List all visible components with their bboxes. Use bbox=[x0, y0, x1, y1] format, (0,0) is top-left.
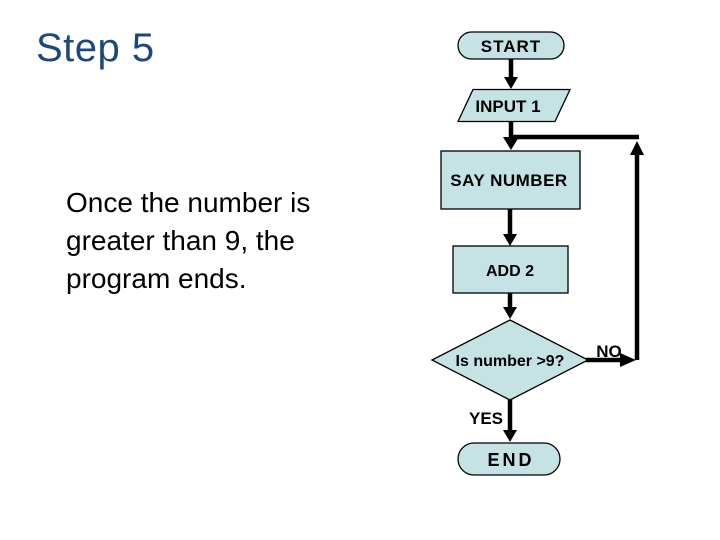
decision-diamond bbox=[430, 319, 590, 401]
start-terminator bbox=[457, 31, 565, 60]
end-label: END bbox=[487, 450, 534, 470]
no-branch-label: NO bbox=[596, 342, 622, 361]
decision-label: Is number >9? bbox=[456, 353, 565, 370]
process-add-2 bbox=[452, 245, 569, 294]
say-number-label: SAY NUMBER bbox=[450, 171, 567, 190]
input-label: INPUT 1 bbox=[475, 97, 540, 116]
start-label: START bbox=[481, 37, 541, 56]
end-terminator bbox=[457, 442, 561, 476]
arrow-start-to-input bbox=[504, 59, 518, 89]
arrow-decision-yes bbox=[503, 399, 517, 442]
flowchart: START INPUT 1 SAY NUMBER ADD 2 Is number… bbox=[430, 31, 644, 476]
loop-back-line bbox=[509, 134, 644, 360]
body-text: Once the number is greater than 9, the p… bbox=[66, 184, 310, 298]
body-text-line: greater than 9, the bbox=[66, 225, 295, 256]
body-text-line: program ends. bbox=[66, 263, 247, 294]
yes-branch-label: YES bbox=[469, 409, 503, 428]
input-parallelogram bbox=[456, 88, 572, 123]
arrow-decision-no bbox=[586, 353, 636, 367]
process-say-number bbox=[440, 150, 581, 210]
arrow-say-number-to-add bbox=[503, 209, 517, 246]
add-2-label: ADD 2 bbox=[486, 263, 534, 280]
body-text-line: Once the number is bbox=[66, 187, 311, 218]
slide-title: Step 5 bbox=[36, 26, 155, 70]
arrow-add-to-decision bbox=[503, 293, 517, 319]
